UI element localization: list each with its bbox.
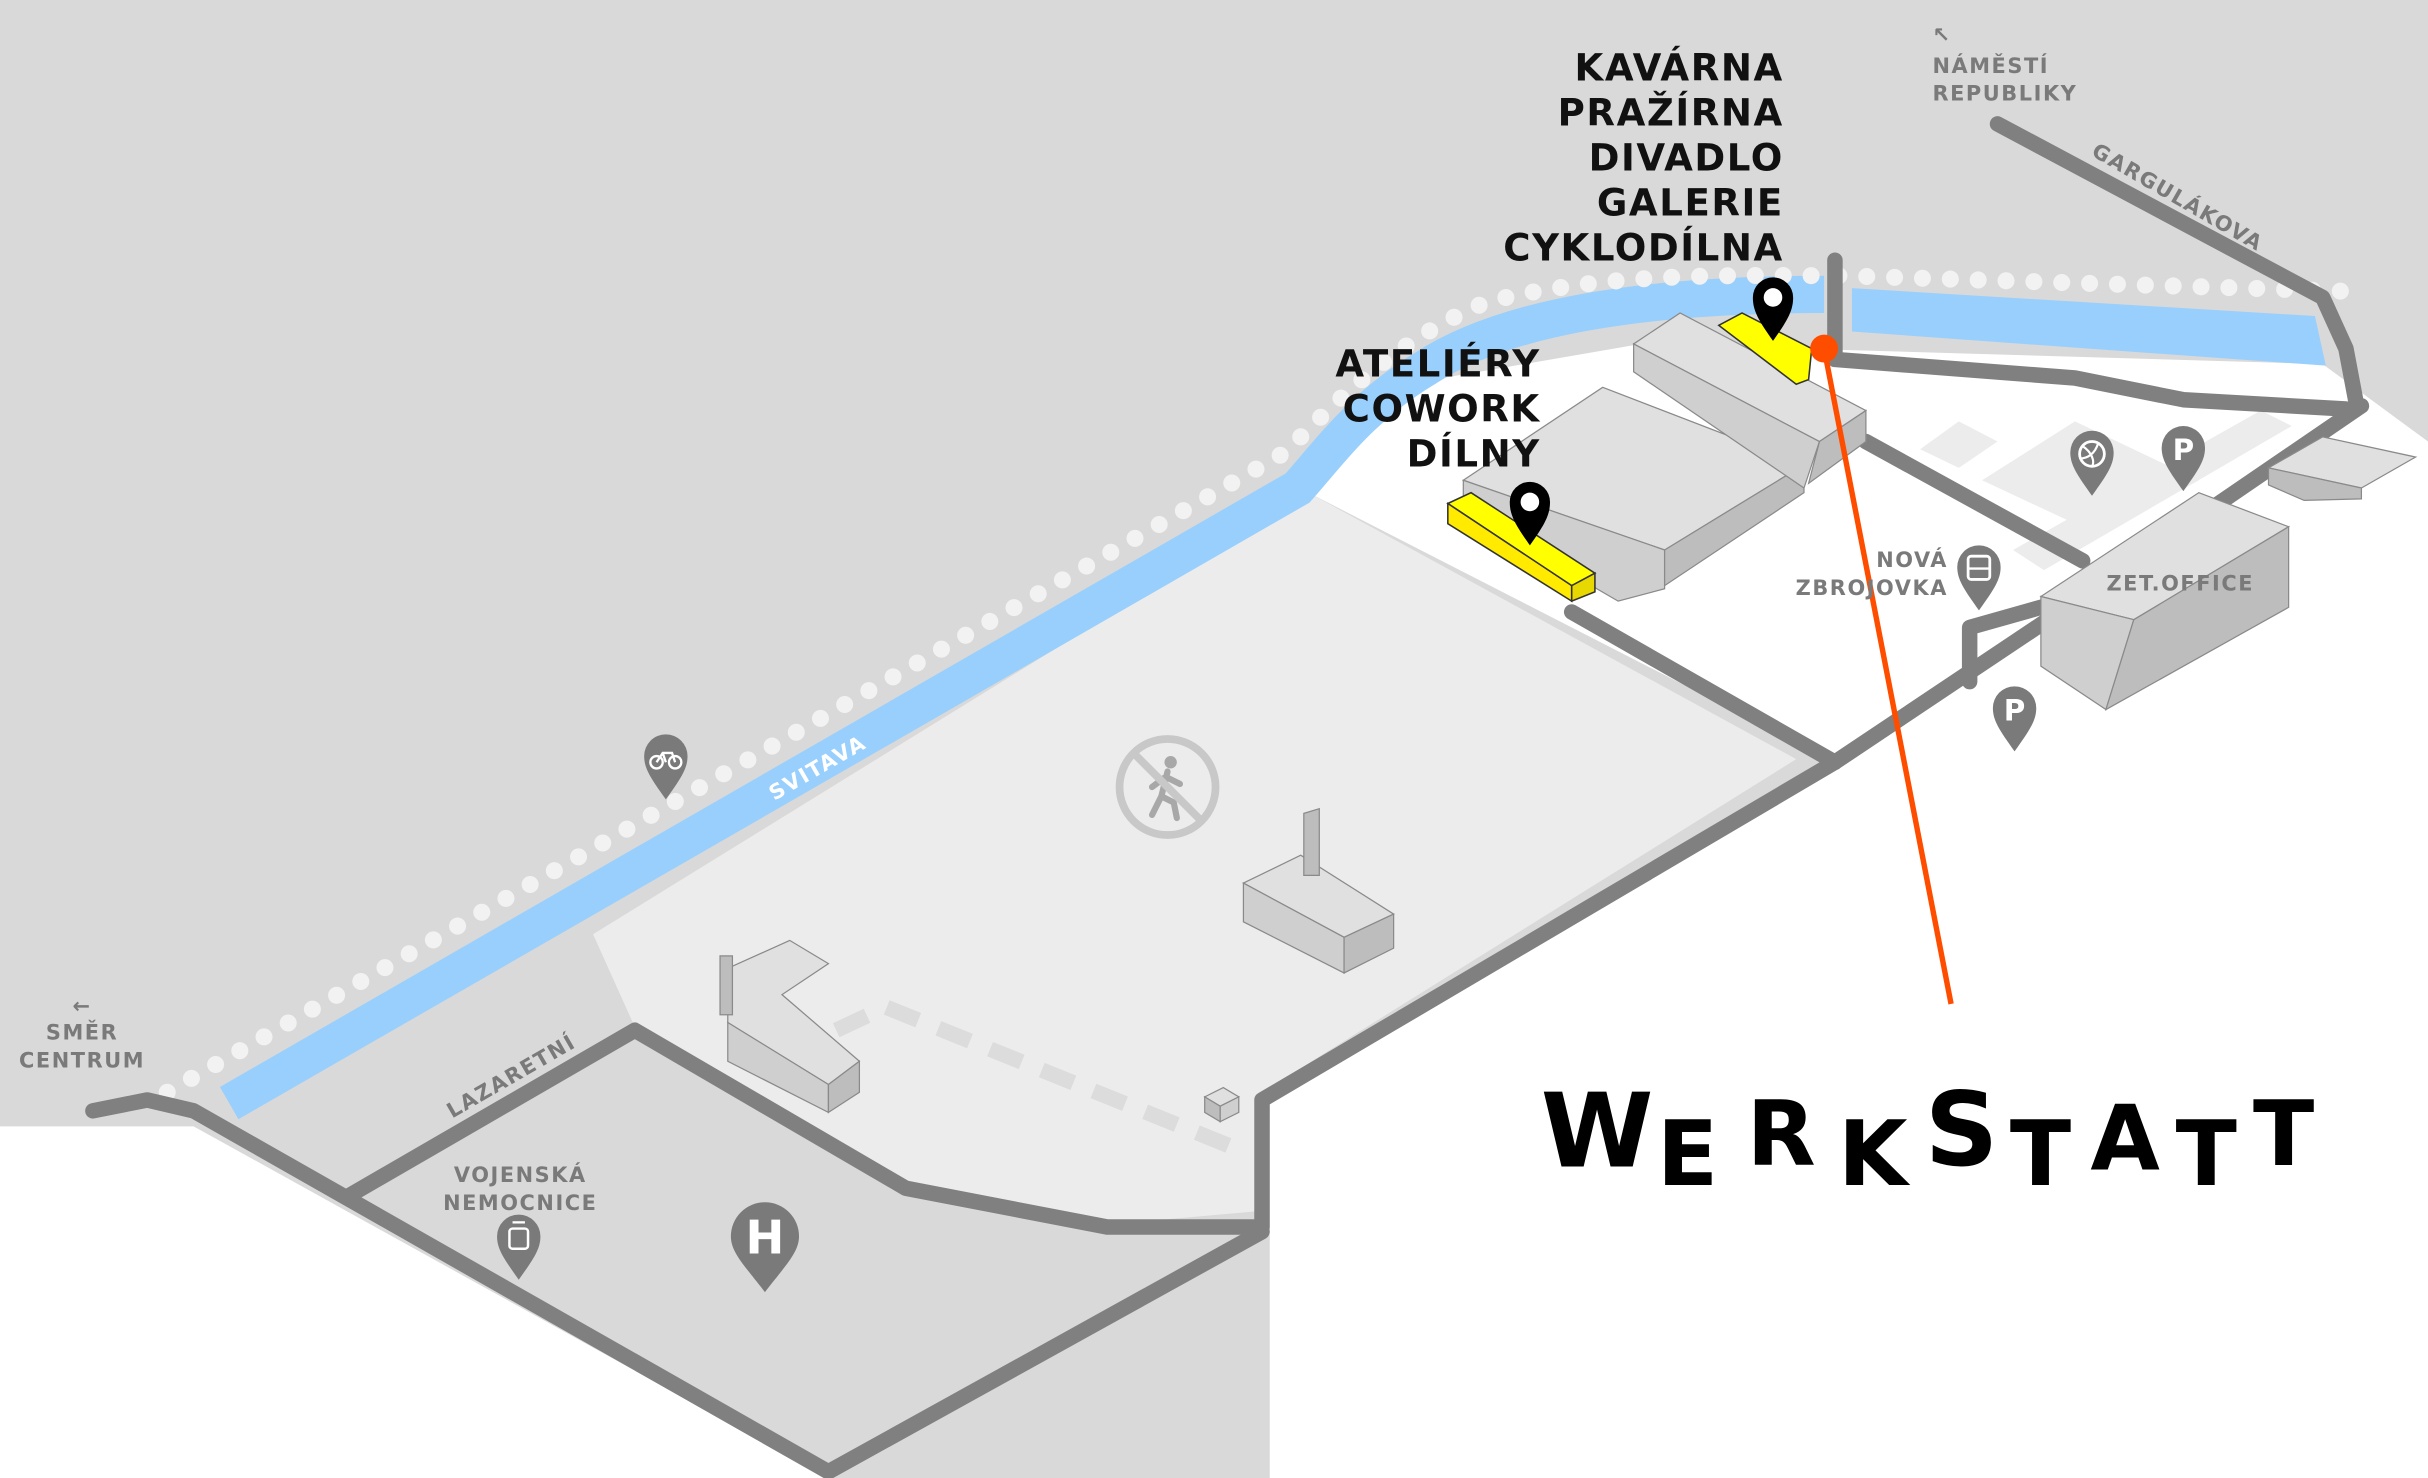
hospital-icon: H [730, 1202, 800, 1293]
building-factory [1242, 807, 1395, 974]
footpath-dotted [158, 267, 2355, 1101]
venue-label: DIVADLO [1589, 135, 1784, 179]
road [1961, 599, 2049, 690]
road [1858, 433, 2091, 569]
venue-label: GALERIE [1597, 180, 1784, 224]
building-small-east [2266, 436, 2418, 502]
river-svitava-east [1851, 288, 2326, 366]
parking-lot [1920, 421, 1998, 468]
building-zet-office [2039, 491, 2291, 711]
logo-letter: K [1838, 1103, 1911, 1207]
bicycle-icon [644, 734, 688, 800]
parking-label: P [2173, 433, 2195, 467]
highlight-kavarna [1717, 312, 1813, 386]
site-area [593, 492, 1797, 1224]
parking-label: P [2004, 693, 2026, 727]
road [1827, 252, 2354, 417]
logo-letter: E [1657, 1103, 1718, 1207]
namesti-arrow: ↖ [1932, 23, 1951, 47]
road-lazaretni [340, 398, 2370, 1235]
venue-label: CYKLODÍLNA [1503, 225, 1784, 269]
nova-label: NOVÁ [1876, 547, 1948, 572]
namesti-label: NÁMĚSTÍ [1932, 53, 2049, 78]
road [1563, 604, 1843, 770]
zbrojovka-label: ZBROJOVKA [1796, 576, 1948, 600]
nemocnice-label: NEMOCNICE [443, 1191, 597, 1215]
venue-label: COWORK [1343, 386, 1541, 430]
werkstatt-marker[interactable] [1810, 334, 1839, 363]
werkstatt-logo: W E R K S T A T T [1541, 1071, 2315, 1207]
parking-icon: P [2161, 426, 2206, 492]
tram-icon [497, 1214, 541, 1280]
namesti-label: REPUBLIKY [1932, 82, 2077, 106]
smer-arrow: ← [73, 994, 92, 1018]
centrum-label: CENTRUM [19, 1048, 145, 1072]
venue-list-south: ATELIÉRY COWORK DÍLNY [1335, 341, 1541, 475]
parking-icon: P [1992, 686, 2037, 752]
logo-letter: S [1925, 1071, 1999, 1190]
bus-icon [1957, 545, 2001, 611]
parking-lot [2013, 410, 2292, 571]
footpath-dashed [832, 998, 1242, 1157]
vojenska-label: VOJENSKÁ [454, 1162, 587, 1187]
building-tiny [1203, 1086, 1241, 1123]
zet-office-label: ZET.OFFICE [2106, 571, 2254, 595]
logo-letter: R [1747, 1083, 1816, 1187]
smer-label: SMĚR [46, 1020, 118, 1045]
venue-label: DÍLNY [1407, 431, 1541, 475]
werkstatt-leader-line [1821, 348, 1954, 1005]
highlight-ateliery [1446, 491, 1597, 603]
volleyball-icon [2070, 430, 2114, 496]
logo-letter: W [1541, 1073, 1654, 1192]
venue-label: PRAŽÍRNA [1558, 90, 1784, 134]
logo-letter: T [2253, 1083, 2314, 1187]
venue-list-north: KAVÁRNA PRAŽÍRNA DIVADLO GALERIE CYKLODÍ… [1503, 46, 1784, 270]
location-pin-icon[interactable] [1752, 277, 1794, 341]
road [85, 1092, 1270, 1478]
logo-letter: T [2010, 1103, 2071, 1207]
venue-label: KAVÁRNA [1575, 46, 1784, 90]
no-pedestrian-icon [1115, 735, 1220, 839]
road-gargulakova [1989, 116, 2365, 414]
river-svitava [219, 275, 1825, 1120]
hospital-label: H [746, 1210, 785, 1264]
logo-letter: A [2090, 1088, 2160, 1192]
building-L [719, 939, 861, 1114]
venue-label: ATELIÉRY [1335, 341, 1540, 385]
location-pin-icon[interactable] [1509, 481, 1551, 546]
white-area-southwest [0, 1126, 829, 1478]
logo-letter: T [2176, 1103, 2237, 1207]
